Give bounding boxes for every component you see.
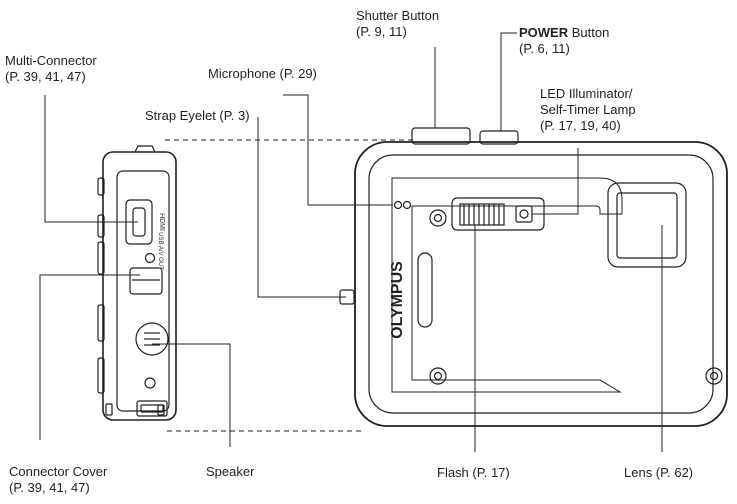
- label-multi-connector: Multi-Connector (P. 39, 41, 47): [5, 53, 97, 85]
- label-connector-cover: Connector Cover (P. 39, 41, 47): [9, 464, 107, 496]
- label-led-illuminator-line2: Self-Timer Lamp: [540, 102, 636, 117]
- label-lens: Lens (P. 62): [624, 465, 693, 481]
- label-speaker: Speaker: [206, 464, 254, 480]
- label-shutter-button-pages: (P. 9, 11): [356, 24, 407, 39]
- speaker-grille: [135, 322, 169, 356]
- leader-lines: [39, 32, 663, 452]
- power-button-shape: [479, 130, 519, 145]
- flash-window: [459, 203, 505, 226]
- shutter-button-shape: [411, 127, 471, 145]
- label-connector-cover-pages: (P. 39, 41, 47): [9, 480, 90, 495]
- label-power-button-rest: Button: [568, 25, 610, 40]
- label-led-illuminator-pages: (P. 17, 19, 40): [540, 118, 621, 133]
- lens-window: [616, 192, 678, 259]
- label-flash-name: Flash (P. 17): [437, 465, 510, 480]
- label-power-button: POWER Button (P. 6, 11): [519, 25, 609, 57]
- usb-av-port-text: USB A/V OUT: [157, 232, 163, 270]
- label-strap-eyelet-name: Strap Eyelet (P. 3): [145, 108, 250, 123]
- label-connector-cover-name: Connector Cover: [9, 464, 108, 479]
- led-illuminator-shape: [515, 205, 533, 223]
- label-multi-connector-name: Multi-Connector: [5, 53, 97, 68]
- label-multi-connector-pages: (P. 39, 41, 47): [5, 69, 86, 84]
- label-led-illuminator: LED Illuminator/ Self-Timer Lamp (P. 17,…: [540, 86, 636, 134]
- alignment-guides: [165, 139, 415, 432]
- label-flash: Flash (P. 17): [437, 465, 510, 481]
- label-strap-eyelet: Strap Eyelet (P. 3): [145, 108, 250, 124]
- hdmi-port-text: HDMI: [158, 213, 165, 231]
- microphone-hole: [393, 200, 403, 210]
- label-shutter-button-name: Shutter Button: [356, 8, 440, 23]
- label-led-illuminator-line1: LED Illuminator/: [540, 86, 633, 101]
- label-speaker-name: Speaker: [206, 464, 255, 479]
- label-lens-name: Lens (P. 62): [624, 465, 694, 480]
- label-microphone: Microphone (P. 29): [208, 66, 317, 82]
- label-microphone-name: Microphone (P. 29): [208, 66, 317, 81]
- label-shutter-button: Shutter Button (P. 9, 11): [356, 8, 439, 40]
- label-power-button-pages: (P. 6, 11): [519, 41, 570, 56]
- camera-side-view: [97, 145, 177, 421]
- olympus-brand-text: OLYMPUS: [389, 261, 406, 339]
- camera-front-view: [339, 127, 728, 427]
- label-power-button-bold: POWER: [519, 25, 569, 40]
